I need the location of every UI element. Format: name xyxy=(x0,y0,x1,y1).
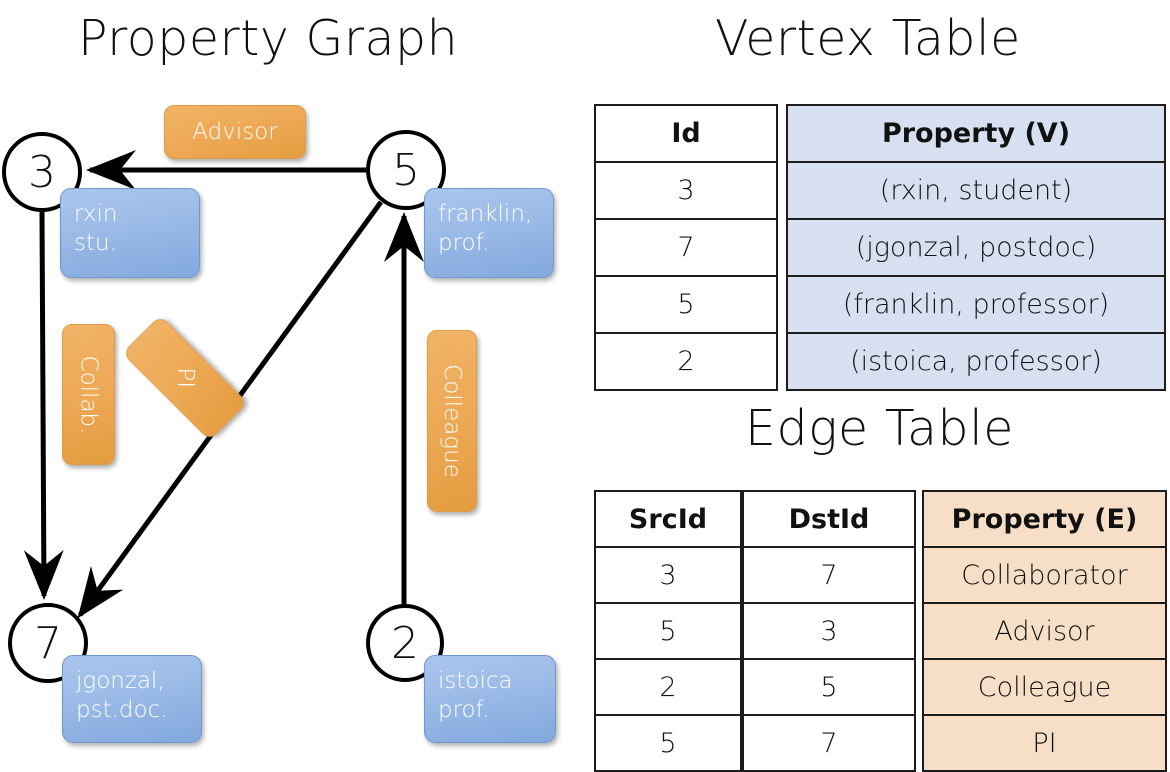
edge-table-property-column: Property (E) Collaborator Advisor Collea… xyxy=(922,490,1167,772)
edge-label-advisor: Advisor xyxy=(192,119,278,145)
vertex-property-line-1: jgonzal, xyxy=(76,668,165,694)
vertex-table-property-column: Property (V) (rxin, student) (jgonzal, p… xyxy=(786,104,1166,391)
page-title-property-graph: Property Graph xyxy=(78,10,459,67)
graph-node-5[interactable]: 5 xyxy=(366,130,446,210)
property-graph-diagram: 3 5 7 2 rxin stu. franklin, prof. jgonza… xyxy=(0,0,585,760)
edge-table-header-property: Property (E) xyxy=(922,490,1167,548)
edge-table-header-srcid: SrcId xyxy=(594,490,742,548)
edge-label-colleague: Colleague xyxy=(439,364,465,478)
vertex-property-line-1: franklin, xyxy=(438,201,533,227)
table-row: PI xyxy=(922,714,1167,772)
table-row: 5 xyxy=(594,602,742,660)
table-row: 5 xyxy=(594,275,778,334)
edge-table-cell-dstid: 7 xyxy=(742,546,916,604)
table-row: 2 xyxy=(594,658,742,716)
edge-label-box-advisor[interactable]: Advisor xyxy=(164,105,306,159)
edge-table-header-dstid: DstId xyxy=(742,490,916,548)
vertex-property-line-2: prof. xyxy=(438,696,490,723)
table-row: 5 xyxy=(594,714,742,772)
vertex-property-line-2: prof. xyxy=(438,229,490,256)
vertex-property-line-2: pst.doc. xyxy=(76,696,168,723)
edge-table-cell-property: Advisor xyxy=(922,602,1167,660)
table-header-row: Property (E) xyxy=(922,490,1167,548)
vertex-property-box-jgonzal[interactable]: jgonzal, pst.doc. xyxy=(62,655,202,743)
vertex-property-line-2: stu. xyxy=(74,229,117,256)
table-header-row: DstId xyxy=(742,490,916,548)
edge-table-srcid-column: SrcId 3 5 2 5 xyxy=(594,490,742,772)
graph-node-3-label: 3 xyxy=(28,146,56,198)
table-row: 3 xyxy=(594,546,742,604)
table-row: (franklin, professor) xyxy=(786,275,1166,334)
edge-table-cell-dstid: 5 xyxy=(742,658,916,716)
vertex-table-cell-id: 3 xyxy=(594,161,778,220)
vertex-property-line-1: rxin xyxy=(74,201,118,227)
table-row: 2 xyxy=(594,332,778,391)
table-row: Colleague xyxy=(922,658,1167,716)
vertex-table-header-id: Id xyxy=(594,104,778,163)
edge-table-cell-property: Collaborator xyxy=(922,546,1167,604)
table-header-row: Id xyxy=(594,104,778,163)
graph-node-7-label: 7 xyxy=(34,617,62,669)
vertex-property-line-1: istoica xyxy=(438,668,513,694)
page-title-vertex-table: Vertex Table xyxy=(715,10,1021,67)
graph-node-2[interactable]: 2 xyxy=(366,604,444,682)
vertex-table-header-property: Property (V) xyxy=(786,104,1166,163)
table-row: 3 xyxy=(742,602,916,660)
edge-table-cell-dstid: 7 xyxy=(742,714,916,772)
edge-3-to-7 xyxy=(23,211,64,600)
vertex-property-box-rxin[interactable]: rxin stu. xyxy=(60,188,200,278)
vertex-table-cell-id: 2 xyxy=(594,332,778,391)
table-row: (istoica, professor) xyxy=(786,332,1166,391)
table-row: (rxin, student) xyxy=(786,161,1166,220)
table-header-row: SrcId xyxy=(594,490,742,548)
edge-table-dstid-column: DstId 7 3 5 7 xyxy=(742,490,916,772)
table-header-row: Property (V) xyxy=(786,104,1166,163)
vertex-property-box-istoica[interactable]: istoica prof. xyxy=(424,655,556,743)
table-row: Collaborator xyxy=(922,546,1167,604)
table-row: 7 xyxy=(594,218,778,277)
edge-table-cell-srcid: 5 xyxy=(594,714,742,772)
vertex-table-cell-property: (rxin, student) xyxy=(786,161,1166,220)
vertex-table-id-column: Id 3 7 5 2 xyxy=(594,104,778,391)
table-row: 3 xyxy=(594,161,778,220)
table-row: 5 xyxy=(742,658,916,716)
page-title-edge-table: Edge Table xyxy=(745,400,1014,457)
table-row: Advisor xyxy=(922,602,1167,660)
edge-label-collab: Collab. xyxy=(75,355,102,434)
table-row: 7 xyxy=(742,714,916,772)
edge-table-cell-srcid: 3 xyxy=(594,546,742,604)
edge-label-box-collab[interactable]: Collab. xyxy=(62,324,115,465)
table-row: 7 xyxy=(742,546,916,604)
table-row: (jgonzal, postdoc) xyxy=(786,218,1166,277)
edge-table-cell-property: PI xyxy=(922,714,1167,772)
graph-node-2-label: 2 xyxy=(391,617,419,669)
edge-label-pi: PI xyxy=(172,367,198,389)
vertex-table-cell-id: 5 xyxy=(594,275,778,334)
edge-table-cell-srcid: 2 xyxy=(594,658,742,716)
vertex-table-cell-id: 7 xyxy=(594,218,778,277)
vertex-table-cell-property: (istoica, professor) xyxy=(786,332,1166,391)
vertex-table-cell-property: (jgonzal, postdoc) xyxy=(786,218,1166,277)
graph-node-5-label: 5 xyxy=(392,144,420,196)
vertex-property-box-franklin[interactable]: franklin, prof. xyxy=(424,188,554,278)
edge-table-cell-srcid: 5 xyxy=(594,602,742,660)
edge-table-cell-dstid: 3 xyxy=(742,602,916,660)
edge-label-box-colleague[interactable]: Colleague xyxy=(427,330,477,512)
edge-table-cell-property: Colleague xyxy=(922,658,1167,716)
vertex-table-cell-property: (franklin, professor) xyxy=(786,275,1166,334)
